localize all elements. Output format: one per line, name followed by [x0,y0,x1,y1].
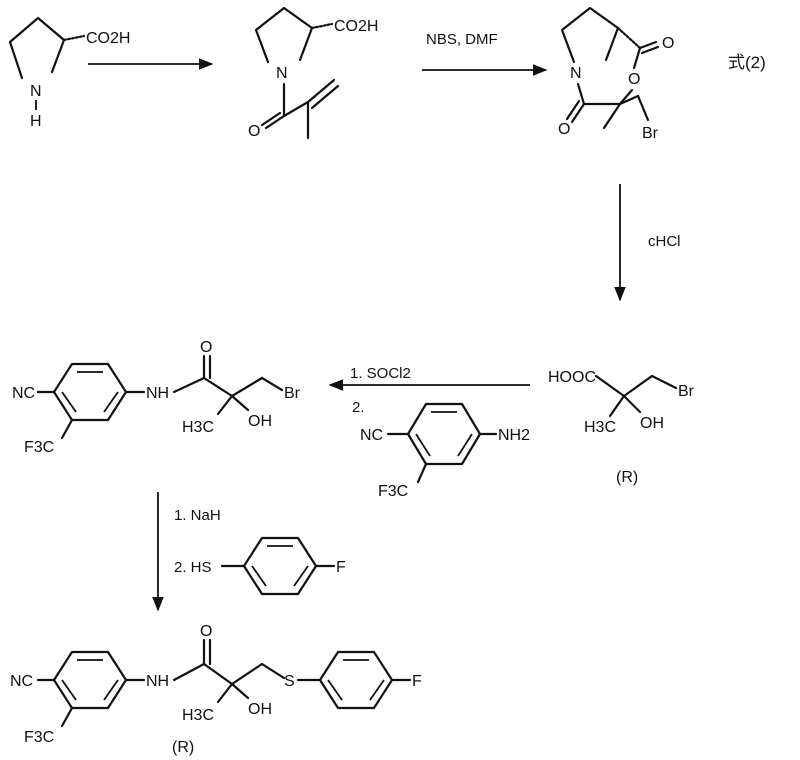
aniline-reagent-structure: NC NH2 F3C [360,402,530,500]
proline-h-label: H [30,113,42,130]
lactone-br-label: Br [642,125,659,142]
bromoamide-br-label: Br [284,385,301,402]
product-nh-label: NH [146,673,169,690]
product-o-label: O [200,623,212,640]
acryloyl-o-label: O [248,123,260,140]
acid-hooc-label: HOOC [548,369,596,386]
proline-n-label: N [30,83,42,100]
bromo-amide-structure: NC F3C NH O Br H3C OH [12,339,301,456]
acryloyl-n-label: N [276,65,288,82]
bromoamide-nh-label: NH [146,385,169,402]
acid-stereo-label: (R) [616,469,638,486]
aniline-f3c-label: F3C [378,483,408,500]
bromoamide-h3c-label: H3C [182,419,214,436]
product-h3c-label: H3C [182,707,214,724]
product-f3c-label: F3C [24,729,54,746]
aniline-nh2-label: NH2 [498,427,530,444]
scheme-label: 式(2) [728,53,766,72]
proline-co2h-label: CO2H [86,30,130,47]
methacryloyl-proline-structure: CO2H N O [248,6,378,140]
product-s-label: S [284,673,295,690]
bromoamide-f3c-label: F3C [24,439,54,456]
bromoamide-oh-label: OH [248,413,272,430]
product-nc-label: NC [10,673,33,690]
condition-chcl: cHCl [648,233,681,250]
condition-thiol-prefix: 2. HS [174,559,212,576]
fluorothiophenol-structure: F [220,536,346,596]
aniline-nc-label: NC [360,427,383,444]
bromolactone-structure: N O O O Br [558,6,674,142]
condition-step2-number: 2. [352,399,365,416]
thiol-f-label: F [336,559,346,576]
lactone-amide-o-label: O [558,121,570,138]
condition-nah: 1. NaH [174,507,221,524]
proline-structure: CO2H N H [8,16,130,130]
product-oh-label: OH [248,701,272,718]
condition-socl2: 1. SOCl2 [350,365,411,382]
bromohydroxy-acid-structure: HOOC Br H3C OH (R) [548,369,695,486]
product-f-label: F [412,673,422,690]
acid-oh-label: OH [640,415,664,432]
product-structure: NC F3C NH O S H3C OH F (R) [10,623,422,756]
condition-nbs-dmf: NBS, DMF [426,31,498,48]
product-stereo-label: (R) [172,739,194,756]
bromoamide-o-label: O [200,339,212,356]
acid-h3c-label: H3C [584,419,616,436]
acid-br-label: Br [678,383,695,400]
lactone-n-label: N [570,65,582,82]
bromoamide-nc-label: NC [12,385,35,402]
lactone-ring-o-label: O [628,71,640,88]
acryloyl-co2h-label: CO2H [334,18,378,35]
lactone-exo-o-label: O [662,35,674,52]
